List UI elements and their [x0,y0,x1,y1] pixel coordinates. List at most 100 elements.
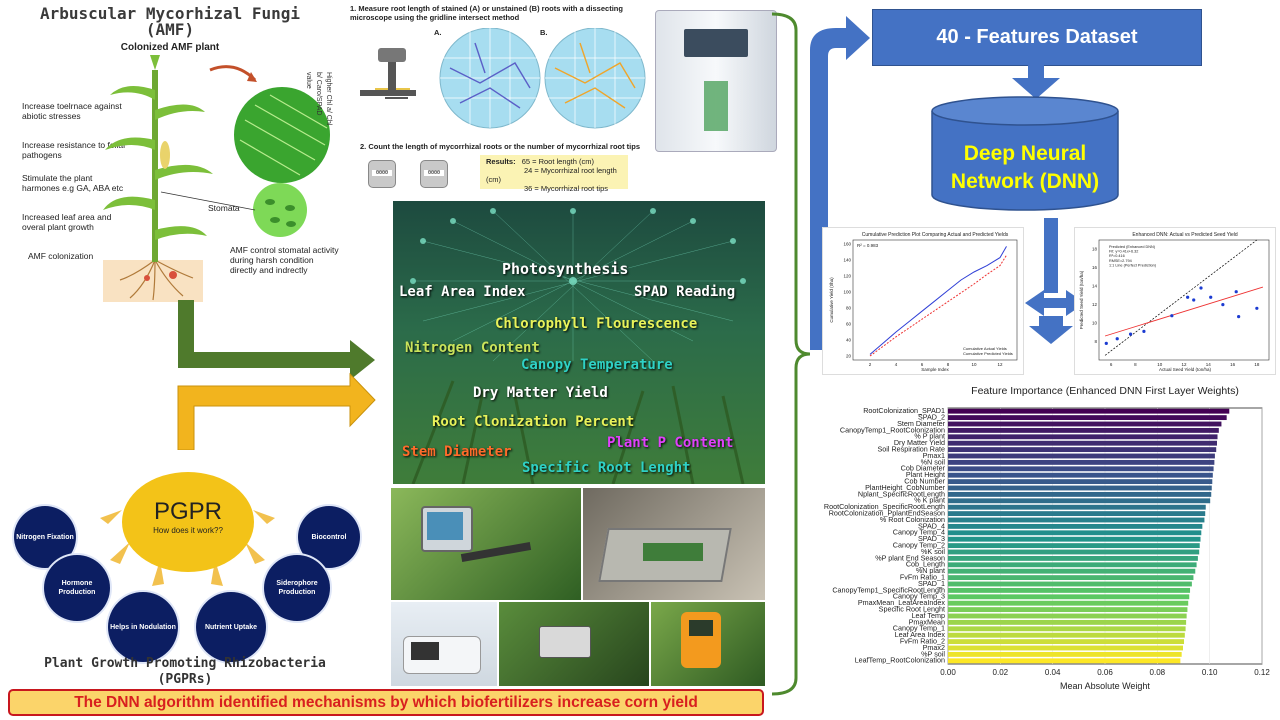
sc-legend-entry: R²=0.416 [1109,254,1125,258]
y-tick-label: Canopy Temp_2 [893,541,945,550]
bar-30 [948,600,1189,606]
photo-infrared-thermometer [651,602,765,686]
sc-x-tick: 16 [1230,362,1236,367]
arrow-dataset-to-dnn [1012,64,1060,99]
actual-vs-predicted-chart: Enhanced DNN: Actual vs Predicted Seed Y… [1074,227,1276,375]
y-tick-label: Nplant_SpecificRootLength [858,489,945,498]
amf-panel: Arbuscular Mycorhizal Fungi (AMF) Coloni… [0,0,345,302]
amf-higher-label: Higher Chl a/ Chl b/ Caro/SPAD value [305,72,332,126]
y-tick-label: PmaxMean_LeafAreaIndex [858,598,946,607]
bar-38 [948,651,1182,657]
y-tick-label: Cob Diameter [901,464,946,473]
cum-y-tick: 80 [846,306,852,311]
y-tick-label: CanopyTemp1_SpecificRootLength [832,585,945,594]
y-tick-label: SPAD_3 [918,534,945,543]
bar-25 [948,568,1196,574]
connector-arrows [177,300,376,450]
pgpr-bubble-siderophore: Siderophore Production [264,555,330,621]
y-tick-label: SPAD_1 [918,579,945,588]
pgpr-bubble-nodulation: Helps in Nodulation [108,592,178,662]
bar-35 [948,632,1185,638]
y-tick-label: Plant Height [906,470,945,479]
x-axis-label: Mean Absolute Weight [1060,681,1150,691]
dnn-cylinder [931,96,1119,211]
bar-27 [948,581,1192,587]
amf-label-harmones: Stimulate the plant harmones e.g GA, ABA… [22,173,124,193]
cum-y-tick: 140 [843,258,851,263]
bar-5 [948,440,1217,446]
cum-y-label: Cumulative Yield (t/ha) [829,277,834,323]
scatter-point-2 [1128,332,1133,336]
sc-x-tick: 10 [1157,362,1163,367]
bar-0 [948,408,1230,414]
scatter-point-8 [1209,295,1213,299]
pgpr-title-line1: Plant Growth Promoting Rhizobacteria [44,656,326,671]
amf-subtitle: Colonized AMF plant [120,42,220,53]
result-mycorrhizal-length: 24 = Mycorrhizal root length (cm) [486,166,617,184]
cum-x-tick: 6 [921,362,924,367]
bar-36 [948,639,1185,645]
scatter-point-11 [1237,315,1241,319]
cum-y-tick: 60 [846,322,852,327]
cum-legend-predicted: Cumulative Predicted Yields [963,351,1013,356]
bar-33 [948,619,1187,625]
scatter-point-9 [1221,303,1225,307]
y-tick-label: CanopyTemp1_RootColonization [840,425,945,434]
cum-legend-actual: Cumulative Actual Yields [963,346,1007,351]
y-tick-label: SPAD_2 [918,413,945,422]
amf-label-leaf-area: Increased leaf area and overal plant gro… [22,212,112,232]
y-tick-label: Canopy Temp_1 [893,624,945,633]
dnn-label-line2: Network (DNN) [950,170,1100,193]
counter-device-2: 0000 [420,160,448,188]
feature-specific-root-lenght: Specific Root Lenght [522,460,691,476]
feature-photosynthesis: Photosynthesis [502,260,629,278]
bar-31 [948,607,1188,613]
sc-legend-entry: 1:1 Line (Perfect Prediction) [1109,263,1157,267]
scatter-point-4 [1170,314,1174,318]
y-tick-label: Pmax1 [923,451,945,460]
cum-x-tick: 12 [997,362,1003,367]
bar-29 [948,594,1190,600]
results-box: Results: 65 = Root length (cm) 24 = Myco… [480,155,628,193]
instrument-photos-grid [391,488,765,686]
bar-22 [948,549,1200,555]
cum-x-tick: 10 [971,362,977,367]
pgpr-center-title: PGPR [153,498,222,525]
feature-dry-matter-yield: Dry Matter Yield [473,385,608,401]
y-tick-label: LeafTemp_RootColonization [855,656,945,665]
grid-label-a: A. [434,28,442,37]
counter-device-1: 0000 [368,160,396,188]
bar-11 [948,479,1213,485]
dataset-box: 40 - Features Dataset [872,9,1202,66]
x-tick-label: 0.04 [1045,668,1061,677]
scatter-point-3 [1142,329,1146,333]
cum-x-label: Sample Index [921,367,949,372]
dnn-label: Deep Neural Network (DNN) [930,140,1120,196]
cum-y-tick: 160 [843,242,851,247]
dnn-label-line1: Deep Neural [963,142,1087,165]
pgpr-bubble-nutrient: Nutrient Uptake [196,592,266,662]
scatter-frame [1098,239,1270,361]
cumulative-r2: R² = 0.983 [857,243,879,248]
bar-39 [948,658,1181,664]
result-root-length: 65 = Root length (cm) [521,157,595,166]
y-tick-label: Pmax2 [923,643,945,652]
x-tick-label: 0.00 [940,668,956,677]
pgpr-title: Plant Growth Promoting Rhizobacteria (PG… [0,656,370,688]
neural-network-background [410,208,746,484]
photo-lab-analyzer [391,602,497,686]
counter-display-2: 0000 [424,170,444,176]
y-tick-label: Specific Root Lenght [879,605,945,614]
bar-9 [948,466,1214,472]
sc-x-label: Actual Seed Yield (ton/ha) [1159,367,1212,372]
sc-legend-entry: Predicted (Enhanced DNN) [1109,245,1156,249]
bar-1 [948,415,1227,421]
sc-x-tick: 18 [1254,362,1260,367]
grid-label-b: B. [540,28,548,37]
x-tick-label: 0.08 [1150,668,1166,677]
scatter-point-6 [1192,298,1196,302]
bar-18 [948,523,1203,529]
sc-y-tick: 8 [1094,339,1097,344]
feature-importance-chart: Feature Importance (Enhanced DNN First L… [812,380,1278,705]
y-tick-label: FvFm Ratio_2 [900,637,945,646]
